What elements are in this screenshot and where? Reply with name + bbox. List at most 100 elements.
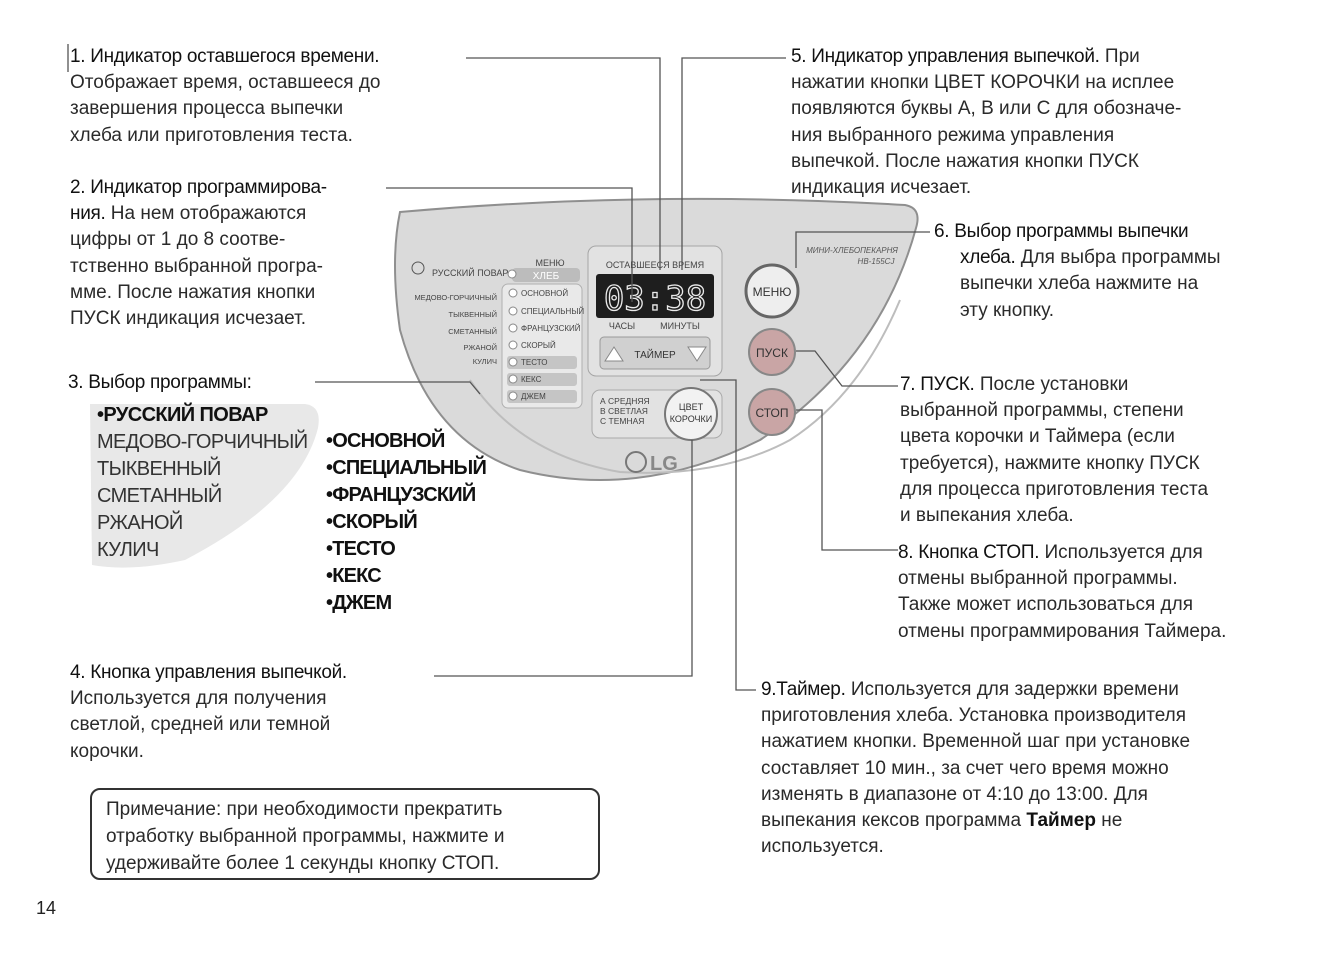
svg-text:МЕНЮ: МЕНЮ <box>753 285 792 299</box>
svg-text:ОСНОВНОЙ: ОСНОВНОЙ <box>521 289 568 298</box>
note-box: Примечание: при необходимости прекратить… <box>90 788 600 880</box>
note-line: отработку выбранной программы, нажмите и <box>106 826 505 847</box>
section-1: 1. Индикатор оставшегося времени. Отобра… <box>70 44 381 149</box>
program-item: МЕДОВО-ГОРЧИЧНЫЙ <box>97 431 308 453</box>
section-6-line: выпечки хлеба нажмите на <box>960 273 1199 295</box>
section-8-title: 8. Кнопка СТОП. <box>898 542 1040 563</box>
section-2-line: тственно выбранной програ- <box>70 255 323 277</box>
section-1-title: 1. Индикатор оставшегося времени. <box>70 46 380 67</box>
section-9-line: изменять в диапазоне от 4:10 до 13:00. Д… <box>761 783 1148 805</box>
page-number: 14 <box>36 898 57 918</box>
panel-label-minutes: МИНУТЫ <box>660 321 700 331</box>
section-6-line: эту кнопку. <box>960 299 1055 321</box>
svg-text:А СРЕДНЯЯ: А СРЕДНЯЯ <box>600 396 650 406</box>
program-item: ТЫКВЕННЫЙ <box>97 458 221 480</box>
program-item: КУЛИЧ <box>97 539 159 561</box>
section-8-line: Используется для <box>1044 542 1203 563</box>
section-6-title: 6. Выбор программы выпечки <box>934 221 1189 242</box>
section-2-line: ПУСК индикация исчезает. <box>70 308 306 330</box>
section-9-line: Используется для задержки времени <box>850 679 1179 700</box>
section-7: 7. ПУСК. После установки выбранной прогр… <box>900 372 1208 529</box>
program-list-left: •РУССКИЙ ПОВАР МЕДОВО-ГОРЧИЧНЫЙ ТЫКВЕННЫ… <box>97 402 308 564</box>
svg-text:ТЫКВЕННЫЙ: ТЫКВЕННЫЙ <box>449 310 497 319</box>
svg-text:РЖАНОЙ: РЖАНОЙ <box>464 343 498 352</box>
section-9: 9.Таймер. Используется для задержки врем… <box>761 677 1190 860</box>
section-5-line: нажатии кнопки ЦВЕТ КОРОЧКИ на исплее <box>791 72 1175 94</box>
panel-timer-label: ТАЙМЕР <box>634 348 676 361</box>
panel-russian-chef: РУССКИЙ ПОВАР <box>432 267 508 278</box>
section-1-line: завершения процесса выпечки <box>70 98 344 120</box>
program-list-right: •ОСНОВНОЙ •СПЕЦИАЛЬНЫЙ •ФРАНЦУЗСКИЙ •СКО… <box>326 428 487 617</box>
panel-menu-small: МЕНЮ <box>535 258 564 268</box>
section-4-line: корочки. <box>70 740 144 762</box>
section-2: 2. Индикатор программирова- ния. На нем … <box>70 175 327 332</box>
section-5: 5. Индикатор управления выпечкой. При на… <box>791 44 1181 201</box>
section-6-title-end: хлеба. <box>960 247 1016 269</box>
note-line: Примечание: при необходимости прекратить <box>106 799 503 820</box>
section-8-line: отмены выбранной программы. <box>898 568 1178 590</box>
svg-text:ФРАНЦУЗСКИЙ: ФРАНЦУЗСКИЙ <box>521 324 581 333</box>
section-7-line: для процесса приготовления теста <box>900 478 1209 500</box>
section-9-line: используется. <box>761 836 884 858</box>
program-item: •КЕКС <box>326 565 382 587</box>
section-4-title: 4. Кнопка управления выпечкой. <box>70 662 347 683</box>
section-9-line: составляет 10 мин., за счет чего время м… <box>761 757 1169 779</box>
section-6-line: Для выбра программы <box>1020 247 1221 269</box>
panel-small-right-list: ОСНОВНОЙ СПЕЦИАЛЬНЫЙ ФРАНЦУЗСКИЙ СКОРЫЙ … <box>507 288 584 403</box>
program-item: РЖАНОЙ <box>97 512 183 534</box>
section-5-title: 5. Индикатор управления выпечкой. <box>791 46 1100 67</box>
section-9-title: 9.Таймер. <box>761 679 846 700</box>
section-7-line: и выпекания хлеба. <box>900 505 1074 527</box>
panel-display-time: 03:38 <box>604 279 706 319</box>
section-9-line: приготовления хлеба. Установка производи… <box>761 705 1187 727</box>
svg-text:СКОРЫЙ: СКОРЫЙ <box>521 341 556 350</box>
svg-text:ПУСК: ПУСК <box>756 346 788 360</box>
section-2-line: цифры от 1 до 8 соотве- <box>70 229 286 251</box>
panel-model-1: МИНИ-ХЛЕБОПЕКАРНЯ <box>806 246 898 255</box>
section-5-line: появляются буквы А, В или С для обозначе… <box>791 98 1182 120</box>
section-7-line: После установки <box>979 374 1129 395</box>
svg-text:В СВЕТЛАЯ: В СВЕТЛАЯ <box>600 406 648 416</box>
svg-text:СМЕТАННЫЙ: СМЕТАННЫЙ <box>448 327 497 336</box>
section-7-line: цвета корочки и Таймера (если <box>900 426 1175 448</box>
panel-label-hours: ЧАСЫ <box>609 321 635 331</box>
section-8-line: Также может использоваться для <box>898 594 1193 616</box>
program-item: •ФРАНЦУЗСКИЙ <box>326 484 476 506</box>
program-item: СМЕТАННЫЙ <box>97 485 222 507</box>
section-4-line: светлой, средней или темной <box>70 714 331 736</box>
program-item: •ТЕСТО <box>326 538 396 560</box>
panel-display-label-top: ОСТАВШЕЕСЯ ВРЕМЯ <box>606 260 704 270</box>
section-2-title-end: ния. <box>70 203 106 225</box>
section-8-line: отмены программирования Таймера. <box>898 620 1227 642</box>
svg-text:СПЕЦИАЛЬНЫЙ: СПЕЦИАЛЬНЫЙ <box>521 307 584 316</box>
program-item: •СКОРЫЙ <box>326 511 418 533</box>
panel-model-2: HB-155CJ <box>858 257 896 266</box>
note-line: удерживайте более 1 секунды кнопку СТОП. <box>106 853 500 874</box>
section-3: 3. Выбор программы: <box>68 370 252 396</box>
section-5-line: индикация исчезает. <box>791 177 972 199</box>
section-9-line: выпекания кексов программа <box>761 810 1022 832</box>
program-item: •СПЕЦИАЛЬНЫЙ <box>326 457 487 479</box>
svg-text:ДЖЕМ: ДЖЕМ <box>521 392 546 401</box>
section-3-title: 3. Выбор программы: <box>68 372 252 393</box>
section-4-line: Используется для получения <box>70 688 327 710</box>
section-7-line: требуется), нажмите кнопку ПУСК <box>900 452 1200 474</box>
section-9-line: нажатием кнопки. Временной шаг при устан… <box>761 731 1191 753</box>
svg-text:КЕКС: КЕКС <box>521 375 542 384</box>
section-5-line: выпечкой. После нажатия кнопки ПУСК <box>791 150 1139 172</box>
program-item: •ДЖЕМ <box>326 592 392 614</box>
section-5-line: ния выбранного режима управления <box>791 124 1115 146</box>
svg-text:ТЕСТО: ТЕСТО <box>521 358 547 367</box>
panel-bread-label: ХЛЕБ <box>533 271 560 282</box>
section-6: 6. Выбор программы выпечки хлеба. Для вы… <box>934 219 1221 324</box>
svg-text:КУЛИЧ: КУЛИЧ <box>473 357 497 366</box>
svg-text:МЕДОВО-ГОРЧИЧНЫЙ: МЕДОВО-ГОРЧИЧНЫЙ <box>414 293 497 302</box>
section-1-line: Отображает время, оставшееся до <box>70 72 381 94</box>
section-9-tail: не <box>1101 810 1123 832</box>
section-1-line: хлеба или приготовления теста. <box>70 124 353 146</box>
section-2-title: 2. Индикатор программирова- <box>70 177 327 198</box>
svg-text:ЦВЕТ: ЦВЕТ <box>679 402 704 412</box>
